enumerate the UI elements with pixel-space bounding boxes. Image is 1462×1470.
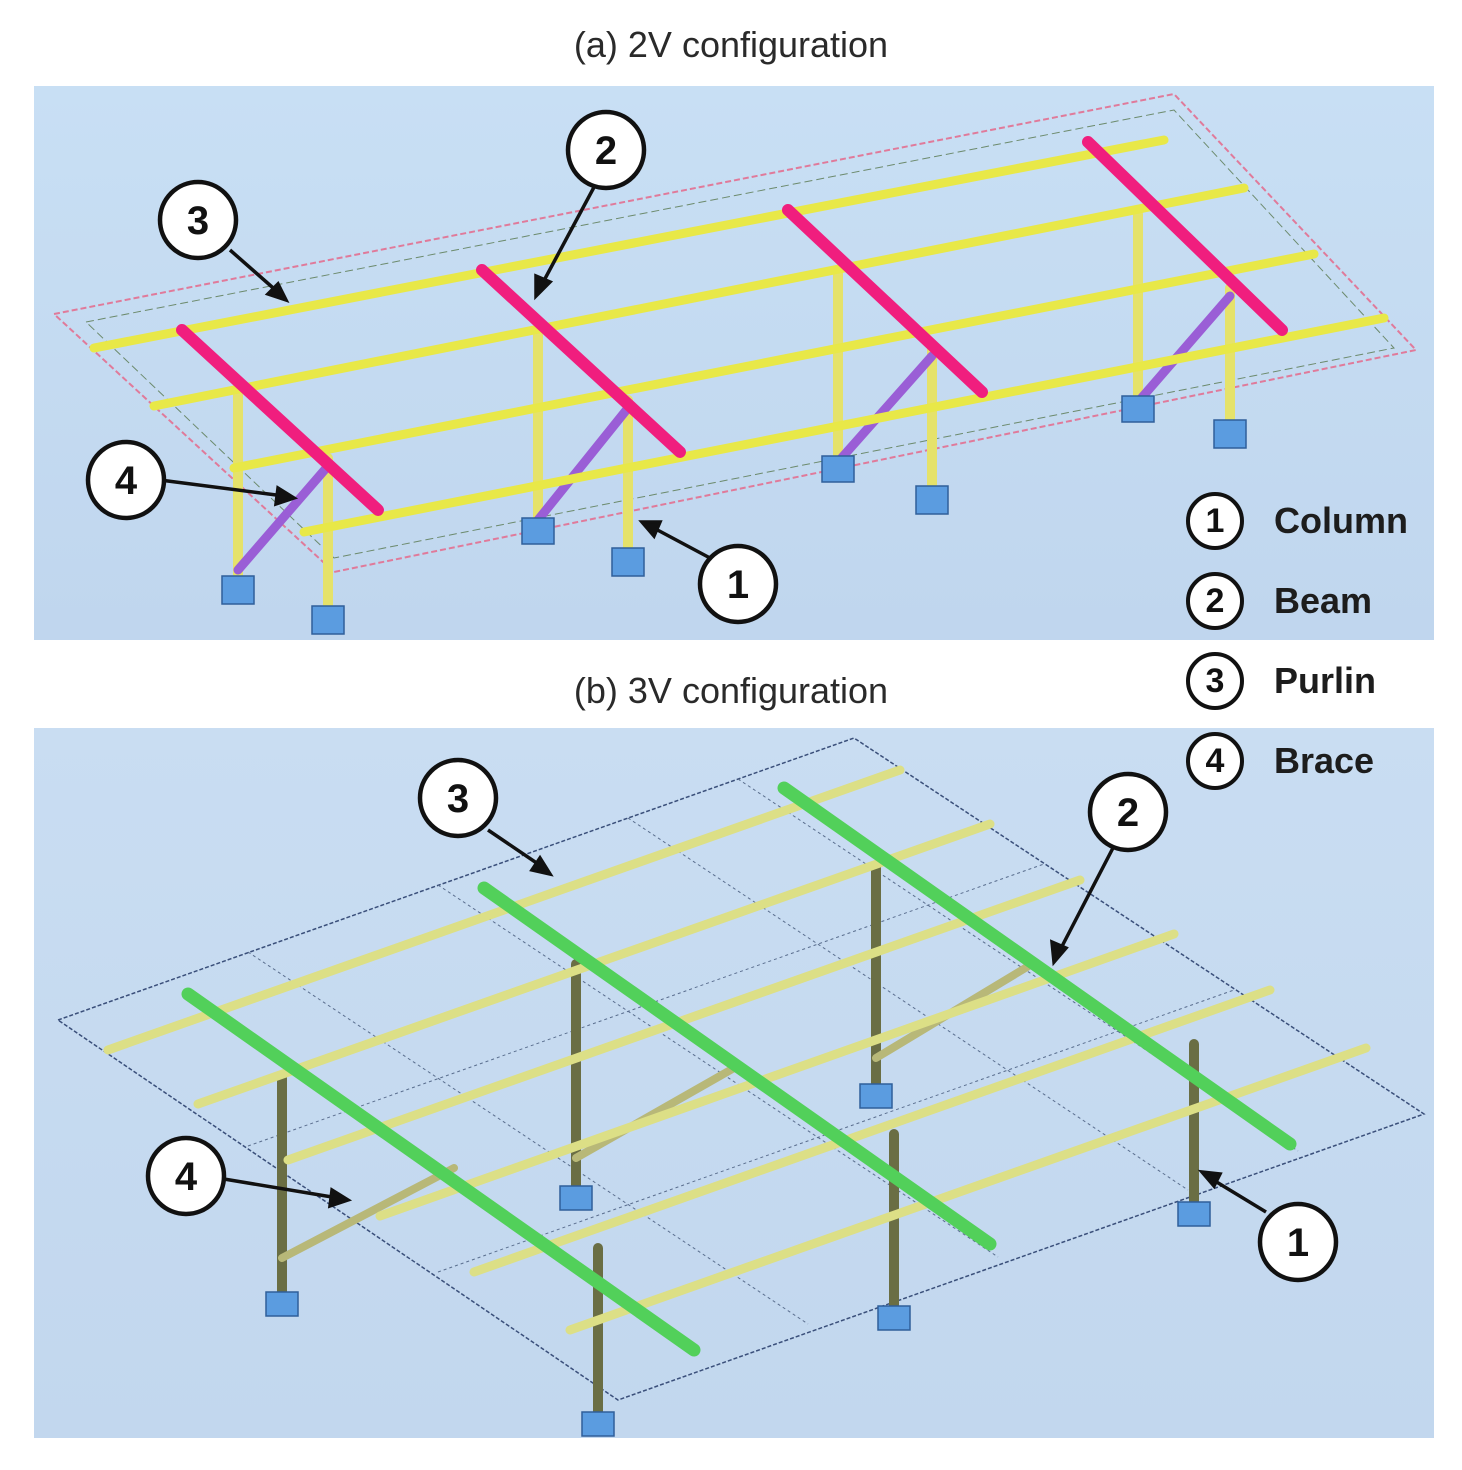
purlin (149, 183, 1249, 411)
panel-b-callout-4: 4 (145, 1135, 227, 1217)
brace (833, 351, 937, 467)
purlin (565, 1043, 1371, 1335)
panel-b-module-outline (56, 737, 1426, 1401)
panel-a-beams (176, 136, 1288, 516)
footing (265, 1291, 299, 1317)
panel-a-callout-1: 1 (697, 543, 779, 625)
callout-number: 2 (595, 129, 617, 173)
purlin (375, 929, 1179, 1221)
panel-a-braces (233, 291, 1235, 575)
panel-b-callout-2: 2 (1087, 771, 1169, 853)
footing (1213, 419, 1247, 449)
callout-number: 2 (1117, 791, 1139, 835)
arrow-head (1049, 939, 1069, 967)
panel-b-callout-arrows (217, 828, 1267, 1214)
arrow-head (1197, 1169, 1223, 1190)
panel-b-beams (181, 781, 1297, 1357)
brace (278, 1164, 458, 1262)
footing (821, 455, 855, 483)
purlin (89, 135, 1169, 353)
panel-a-drawing: 3 2 4 1 (51, 92, 1418, 635)
arrow (649, 524, 711, 560)
panel-a-columns (233, 209, 1235, 621)
legend-label: Beam (1274, 580, 1373, 621)
panel-a-callout-3: 3 (157, 179, 239, 261)
callout-number: 3 (447, 777, 469, 821)
beam (782, 204, 988, 398)
panel-b-module-grid (247, 778, 1299, 1325)
footing (559, 1185, 593, 1211)
arrow (538, 175, 602, 289)
legend-item-brace: 4 Brace (1186, 732, 1456, 802)
footing (521, 517, 555, 545)
legend-number: 3 (1186, 652, 1244, 710)
arrow (228, 248, 282, 296)
callout-number: 3 (187, 199, 209, 243)
panel-a-module-outline-inner (84, 109, 1395, 559)
footing (221, 575, 255, 605)
footing (859, 1083, 893, 1109)
arrow (217, 1176, 339, 1200)
panel-b-title: (b) 3V configuration (573, 670, 889, 711)
panel-a-callout-arrows (159, 175, 711, 560)
callout-number: 4 (115, 459, 138, 503)
beam (777, 781, 1297, 1151)
panel-a-2v-model: 3 2 4 1 (34, 86, 1434, 640)
legend-label: Column (1274, 500, 1408, 541)
purlin (229, 249, 1319, 473)
footing (915, 485, 949, 515)
panel-b-callout-3: 3 (417, 757, 499, 839)
beam (1082, 136, 1288, 336)
legend-item-purlin: 3 Purlin (1186, 652, 1456, 722)
callout-number: 1 (1287, 1221, 1309, 1265)
arrow-head (327, 1187, 353, 1209)
arrow (1056, 845, 1116, 955)
panel-b-3v-model: 3 2 4 1 (34, 728, 1434, 1438)
legend-number: 1 (1186, 492, 1244, 550)
beam (181, 987, 701, 1357)
footing (877, 1305, 911, 1331)
panel-a-callout-4: 4 (85, 439, 167, 521)
brace (572, 1064, 738, 1162)
brace (1133, 291, 1235, 407)
brace (233, 461, 333, 575)
panel-a-title: (a) 2V configuration (573, 24, 889, 65)
footing (1121, 395, 1155, 423)
panel-a-callout-2: 2 (565, 109, 647, 191)
footing (1177, 1201, 1211, 1227)
legend-item-column: 1 Column (1186, 492, 1456, 562)
footing (611, 547, 645, 577)
arrow-head (529, 854, 554, 877)
legend-item-beam: 2 Beam (1186, 572, 1456, 642)
panel-b-drawing: 3 2 4 1 (56, 737, 1426, 1437)
arrow-head (638, 520, 663, 540)
purlin (283, 875, 1085, 1165)
panel-a-purlins (89, 135, 1389, 537)
purlin (299, 313, 1389, 537)
legend-label: Purlin (1274, 660, 1377, 701)
beam (476, 264, 686, 458)
arrow (1209, 1176, 1267, 1214)
panel-b-footings (265, 1083, 1211, 1437)
beam (176, 324, 384, 516)
panel-b-callout-1: 1 (1257, 1201, 1339, 1283)
arrow (159, 478, 285, 498)
footing (311, 605, 345, 635)
callout-number: 1 (727, 563, 749, 607)
arrow-head (264, 281, 290, 303)
footing (581, 1411, 615, 1437)
arrow (487, 828, 545, 870)
panel-a-module-outline (51, 92, 1418, 574)
brace (533, 403, 633, 525)
legend-label: Brace (1274, 740, 1375, 781)
legend-number: 2 (1186, 572, 1244, 630)
arrow-head (273, 485, 299, 507)
legend-number: 4 (1186, 732, 1244, 790)
beam (477, 881, 997, 1251)
arrow-head (534, 273, 554, 301)
callout-number: 4 (175, 1155, 198, 1199)
panel-a-footings (221, 395, 1247, 635)
